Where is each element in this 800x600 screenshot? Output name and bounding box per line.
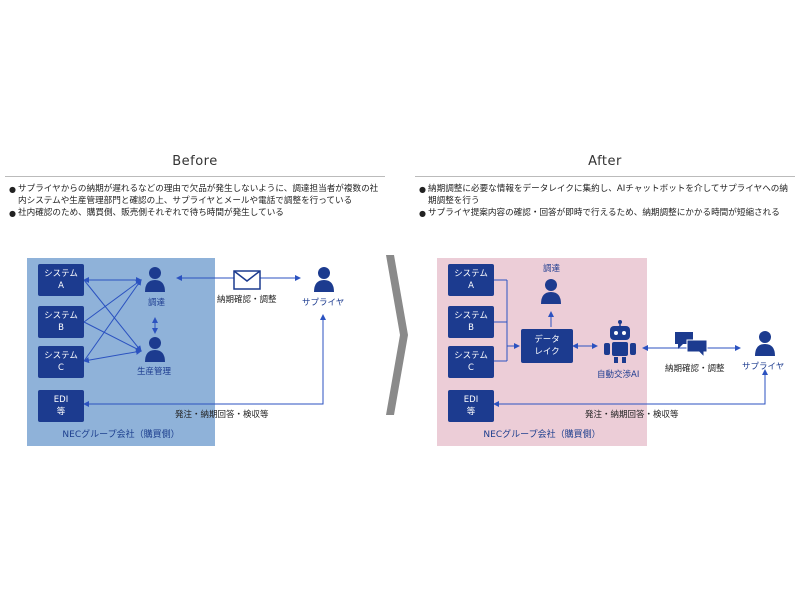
robot-icon (604, 320, 636, 363)
before-panel: Before ●サプライヤからの納期が遅れるなどの理由で欠品が発生しないように、… (5, 150, 385, 450)
before-title: Before (172, 154, 218, 169)
after-bullet: ●サプライヤ提案内容の確認・回答が即時で行えるため、納期調整にかかる時間が短縮さ… (419, 208, 780, 218)
after-order-label: 発注・納期回答・検収等 (585, 410, 679, 420)
procurement-label: 調達 (148, 298, 166, 308)
chevron-right-icon (386, 255, 408, 415)
production-label: 生産管理 (137, 367, 172, 377)
chat-bubbles-icon (675, 332, 708, 358)
before-bullets: ●サプライヤからの納期が遅れるなどの理由で欠品が発生しないように、調達担当者が複… (9, 184, 381, 221)
procurement-person-icon (145, 267, 165, 292)
before-bullet: ●社内確認のため、購買側、販売側それぞれで待ち時間が発生している (9, 208, 284, 218)
before-bullet: ●サプライヤからの納期が遅れるなどの理由で欠品が発生しないように、調達担当者が複… (9, 184, 379, 206)
envelope-icon (233, 270, 261, 290)
chat-label: 納期確認・調整 (665, 364, 725, 374)
production-person-icon (145, 337, 165, 362)
before-divider (5, 176, 385, 177)
supplier-label: サプライヤ (302, 298, 345, 308)
after-procurement-label: 調達 (543, 264, 561, 274)
order-label: 発注・納期回答・検収等 (175, 410, 269, 420)
supplier-person-icon (314, 267, 334, 292)
after-divider (415, 176, 795, 177)
after-panel: After ●納期調整に必要な情報をデータレイクに集約し、AIチャットボットを介… (415, 150, 795, 450)
data-lake-box: データレイク (521, 329, 573, 363)
after-bullet: ●納期調整に必要な情報をデータレイクに集約し、AIチャットボットを介してサプライ… (419, 184, 788, 206)
ai-label: 自動交渉AI (597, 370, 640, 380)
after-procurement-person-icon (541, 279, 561, 304)
after-bullets: ●納期調整に必要な情報をデータレイクに集約し、AIチャットボットを介してサプライ… (419, 184, 791, 221)
after-supplier-person-icon (755, 331, 775, 356)
after-company-label: NECグループ会社（購買側） (483, 430, 601, 440)
before-company-label: NECグループ会社（購買側） (62, 430, 180, 440)
after-title: After (588, 154, 622, 169)
after-supplier-label: サプライヤ (742, 362, 785, 372)
mail-label: 納期確認・調整 (217, 295, 277, 305)
